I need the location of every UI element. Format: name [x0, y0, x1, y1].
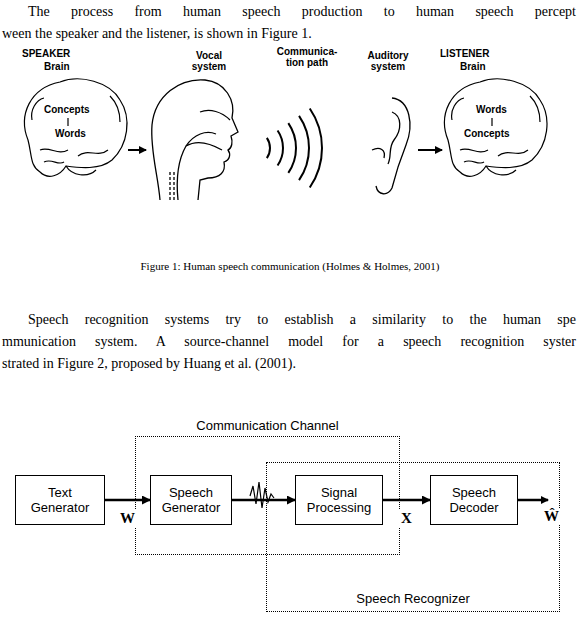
box-label: Speech Generator — [155, 485, 227, 515]
figure-label: Vocal system — [186, 50, 232, 72]
figure-label: LISTENER — [440, 48, 489, 59]
wave-arc — [299, 116, 309, 180]
figure-label: Brain — [460, 61, 486, 72]
speaker-brain — [25, 79, 127, 176]
brain-label: Concepts — [44, 104, 90, 115]
flow-arrow — [105, 499, 150, 502]
flow-arrow — [128, 149, 146, 151]
ear — [372, 98, 410, 194]
flow-arrow — [383, 499, 430, 502]
figure-caption: Figure 1: Human speech communication (Ho… — [0, 260, 580, 272]
group-label: Communication Channel — [135, 418, 400, 433]
vocal-system — [152, 80, 238, 200]
figure-label: Communica- tion path — [272, 46, 342, 68]
signal-symbol: W — [118, 510, 137, 527]
figure-label: Brain — [44, 61, 70, 72]
wave-arc — [267, 138, 270, 158]
body-text: strated in Figure 2, proposed by Huang e… — [2, 356, 296, 372]
signal-symbol: X — [399, 510, 414, 527]
figure-label: Auditory system — [360, 50, 416, 72]
wave-arc — [310, 108, 322, 187]
wave-arc — [288, 123, 296, 173]
sound-waves — [267, 108, 322, 187]
process-box: Signal Processing — [295, 475, 383, 525]
figure-label: SPEAKER — [22, 48, 70, 59]
box-label: Text Generator — [25, 485, 95, 515]
brain-label: Words — [476, 104, 507, 115]
brain-label: Words — [55, 128, 86, 139]
body-text: mmunication system. A source-channel mod… — [2, 334, 576, 350]
process-box: Speech Generator — [150, 475, 232, 525]
box-label: Speech Decoder — [438, 485, 510, 515]
group-region: Speech Recognizer Signal Processing Speech… — [266, 462, 560, 612]
group-label: Speech Recognizer — [266, 591, 560, 606]
signal-wave — [250, 482, 274, 508]
body-text: The process from human speech production… — [28, 4, 576, 20]
flow-arrow — [418, 149, 442, 151]
box-label: Signal Processing — [301, 485, 377, 515]
brain-label: Concepts — [464, 128, 510, 139]
body-text: ween the speaker and the listener, is sh… — [2, 26, 312, 42]
listener-brain — [445, 79, 547, 176]
output-arrow — [518, 499, 548, 502]
body-text: Speech recognition systems try to establ… — [28, 312, 576, 328]
flow-arrow — [232, 499, 295, 502]
output-symbol: Ŵ — [542, 508, 561, 525]
process-box: Text Generator — [15, 475, 105, 525]
process-box: Speech Decoder — [430, 475, 518, 525]
wave-arc — [278, 130, 283, 165]
